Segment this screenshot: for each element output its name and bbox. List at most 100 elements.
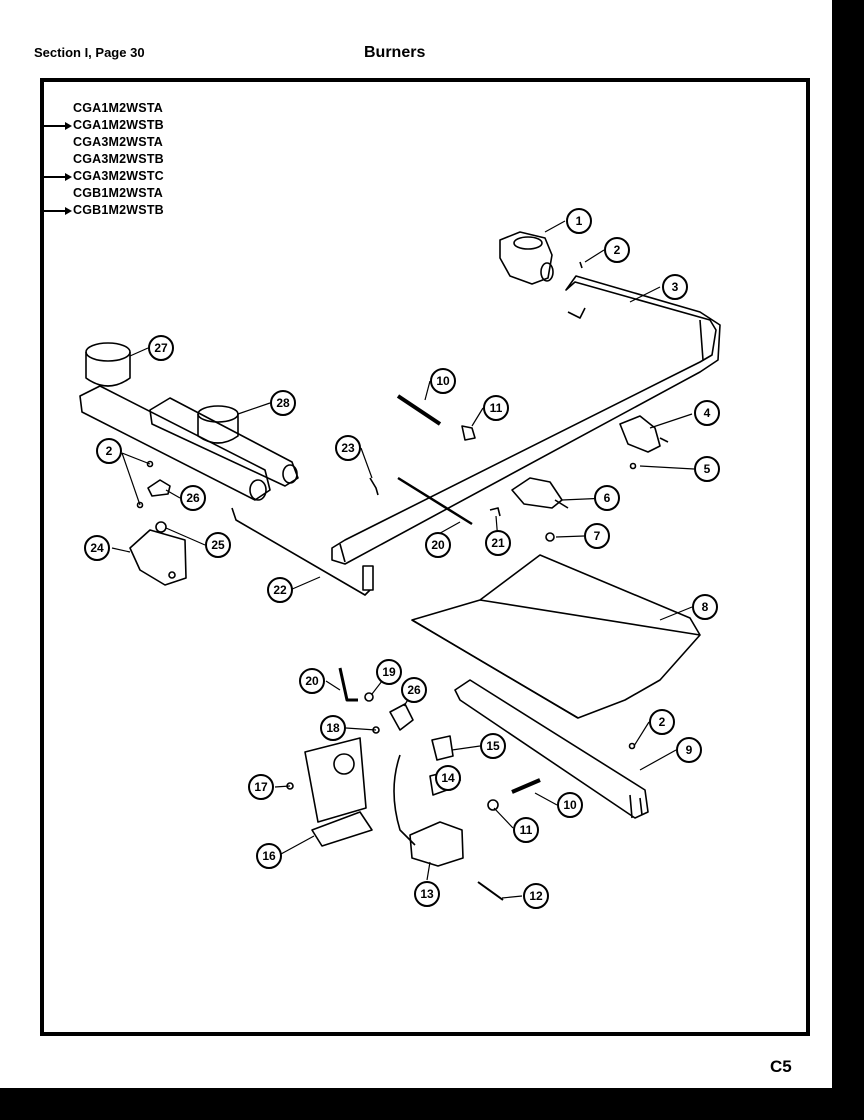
callout-3: 3 [662, 274, 688, 300]
callout-number: 1 [576, 214, 583, 228]
callout-23: 23 [335, 435, 361, 461]
callout-circle [248, 774, 274, 800]
callout-circle [425, 532, 451, 558]
diagram-frame [40, 78, 810, 1036]
model-code-row: CGB1M2WSTA [40, 185, 164, 202]
screw-part-6 [628, 742, 636, 750]
callout-circle [270, 390, 296, 416]
callout-circle [414, 881, 440, 907]
pilot-tube-part [338, 667, 358, 702]
callout-26: 26 [401, 677, 427, 703]
callout-circle [96, 438, 122, 464]
callout-circle [513, 817, 539, 843]
callout-number: 27 [154, 341, 168, 355]
model-code: CGA1M2WSTA [73, 101, 163, 115]
callout-14: 14 [435, 765, 461, 791]
callout-22: 22 [267, 577, 293, 603]
callout-12: 12 [523, 883, 549, 909]
callout-26: 26 [180, 485, 206, 511]
callout-2: 2 [649, 709, 675, 735]
callout-circle [692, 594, 718, 620]
burner-bracket-part [129, 529, 187, 586]
page-code: C5 [770, 1057, 792, 1076]
heat-shield-part [411, 554, 701, 719]
callout-circle [480, 733, 506, 759]
gas-valve-part [409, 821, 464, 867]
fitting-part [362, 565, 374, 591]
spark-electrode-part [431, 735, 454, 761]
callout-number: 20 [305, 674, 319, 688]
callout-18: 18 [320, 715, 346, 741]
model-code-row: CGA3M2WSTB [40, 151, 164, 168]
callout-number: 11 [490, 401, 503, 415]
callout-25: 25 [205, 532, 231, 558]
callout-circle [401, 677, 427, 703]
section-page-label: Section I, Page 30 [34, 45, 145, 60]
callout-number: 11 [520, 823, 533, 837]
callout-19: 19 [376, 659, 402, 685]
callout-16: 16 [256, 843, 282, 869]
callout-8: 8 [692, 594, 718, 620]
model-code-row: CGA1M2WSTA [40, 100, 164, 117]
callout-number: 2 [614, 243, 621, 257]
nut-part-2 [364, 692, 374, 702]
callout-number: 6 [604, 491, 611, 505]
callout-circle [649, 709, 675, 735]
callout-circle [584, 523, 610, 549]
callout-circle [435, 765, 461, 791]
callout-21: 21 [485, 530, 511, 556]
callout-number: 15 [486, 739, 500, 753]
callout-number: 16 [262, 849, 276, 863]
screw-part-9 [136, 501, 144, 509]
screw-part-7 [629, 462, 637, 470]
model-code-row: CGA1M2WSTB [40, 117, 164, 134]
callout-circle [694, 400, 720, 426]
model-code-row: CGA3M2WSTC [40, 168, 164, 185]
callout-number: 25 [211, 538, 225, 552]
mounting-plate-part [304, 737, 373, 847]
callout-number: 10 [563, 798, 577, 812]
screw-part-3 [477, 881, 504, 901]
callout-2: 2 [604, 237, 630, 263]
callout-circle [566, 208, 592, 234]
callout-17: 17 [248, 774, 274, 800]
callout-number: 26 [407, 683, 421, 697]
pressure-regulator-part [499, 231, 554, 285]
callout-number: 5 [704, 462, 711, 476]
callout-number: 2 [659, 715, 666, 729]
callout-circle [604, 237, 630, 263]
callout-circle [180, 485, 206, 511]
top-burner-part-1 [79, 342, 271, 501]
callout-number: 7 [594, 529, 601, 543]
thermostat-tube-part [393, 754, 416, 846]
orifice-tube-part-2 [511, 778, 541, 794]
orifice-hood-part-2 [487, 799, 499, 811]
callout-circle [376, 659, 402, 685]
callout-10: 10 [430, 368, 456, 394]
callout-number: 20 [431, 538, 445, 552]
screw-part [579, 261, 583, 269]
callout-10: 10 [557, 792, 583, 818]
callout-11: 11 [483, 395, 509, 421]
callout-number: 10 [436, 374, 450, 388]
callout-circle [594, 485, 620, 511]
callout-circle [256, 843, 282, 869]
callout-circle [662, 274, 688, 300]
model-code-row: CGA3M2WSTA [40, 134, 164, 151]
callout-number: 23 [341, 441, 355, 455]
callout-4: 4 [694, 400, 720, 426]
scan-border-bottom [0, 1088, 864, 1120]
callout-number: 18 [326, 721, 340, 735]
model-code: CGA1M2WSTB [73, 118, 164, 132]
callout-circle [299, 668, 325, 694]
callout-circle [267, 577, 293, 603]
orifice-tube-part [396, 394, 442, 426]
callout-27: 27 [148, 335, 174, 361]
callout-number: 9 [686, 743, 693, 757]
callout-28: 28 [270, 390, 296, 416]
callout-9: 9 [676, 737, 702, 763]
callout-circle [483, 395, 509, 421]
igniter-wire-part [397, 476, 473, 526]
